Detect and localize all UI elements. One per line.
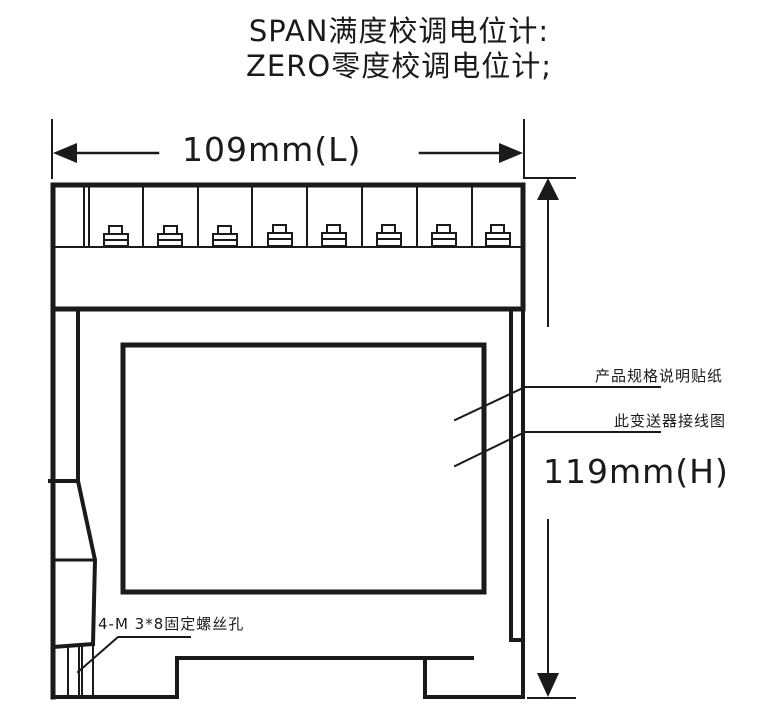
terminal-screw-icon xyxy=(485,224,511,247)
terminal-screw-icon xyxy=(103,225,129,247)
label-sticker-callout: 产品规格说明贴纸 xyxy=(595,367,724,385)
arrow-down-icon xyxy=(537,673,559,697)
terminal-screws xyxy=(103,224,511,247)
height-dimension-label: 119mm(H) xyxy=(543,452,729,491)
length-dimension-line xyxy=(51,119,576,179)
wiring-diagram-callout: 此变送器接线图 xyxy=(614,412,727,430)
arrow-right-icon xyxy=(499,143,523,163)
zero-potentiometer-note: ZERO零度校调电位计; xyxy=(246,49,552,83)
arrow-up-icon xyxy=(537,178,559,200)
terminal-screw-icon xyxy=(157,225,183,247)
terminal-screw-icon xyxy=(267,224,293,247)
leader-lines xyxy=(76,386,661,674)
span-potentiometer-note: SPAN满度校调电位计: xyxy=(248,14,550,48)
length-dimension-label: 109mm(L) xyxy=(182,130,362,169)
terminal-screw-icon xyxy=(212,225,238,247)
mount-holes-callout: 4-M 3*8固定螺丝孔 xyxy=(98,615,245,633)
height-dimension-line xyxy=(527,178,576,699)
terminal-screw-icon xyxy=(431,224,457,247)
label-sticker-area xyxy=(120,342,487,595)
arrow-left-icon xyxy=(53,143,77,163)
device-body xyxy=(48,306,525,700)
terminal-screw-icon xyxy=(321,224,347,247)
terminal-screw-icon xyxy=(376,224,402,247)
